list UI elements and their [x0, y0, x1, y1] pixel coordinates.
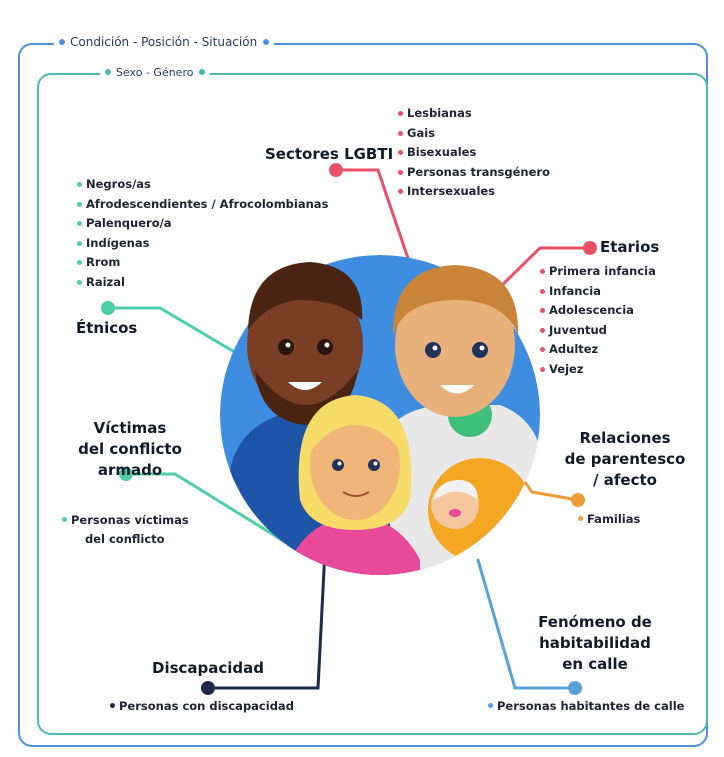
calle-connector: [476, 558, 577, 690]
etarios-dot: [583, 241, 597, 255]
etarios-list: Primera infancia Infancia Adolescencia J…: [540, 262, 656, 379]
parentesco-item: Familias: [578, 512, 640, 526]
woman-face: [298, 395, 412, 530]
list-item: Raizal: [77, 273, 328, 293]
inner-frame: [37, 73, 708, 735]
inner-frame-label: Sexo - Género: [100, 66, 211, 79]
list-item: Negros/as: [77, 175, 328, 195]
discapacidad-item: Personas con discapacidad: [110, 699, 294, 713]
victimas-title: Víctimas del conflicto armado: [78, 419, 182, 479]
list-item: Gais: [398, 124, 550, 144]
calle-dot: [568, 681, 582, 695]
list-item: Adultez: [540, 340, 656, 360]
discapacidad-title: Discapacidad: [152, 659, 265, 677]
etnicos-list: Negros/as Afrodescendientes / Afrocolomb…: [77, 175, 328, 292]
victimas-dot: [119, 467, 133, 481]
list-item: Rrom: [77, 253, 328, 273]
parentesco-connector: [530, 490, 580, 502]
etarios-title: Etarios: [600, 238, 660, 256]
parentesco-dot: [571, 493, 585, 507]
lgbti-connector: [334, 168, 414, 272]
list-item: Bisexuales: [398, 143, 550, 163]
victimas-item: Personas víctimas del conflicto: [62, 511, 189, 549]
calle-item: Personas habitantes de calle: [488, 699, 684, 713]
list-item: Intersexuales: [398, 182, 550, 202]
list-item: Primera infancia: [540, 262, 656, 282]
lgbti-title: Sectores LGBTI: [265, 145, 394, 163]
outer-frame-label: Condición - Posición - Situación: [54, 35, 275, 49]
list-item: Infancia: [540, 282, 656, 302]
lgbti-dot: [329, 163, 343, 177]
victimas-connector: [124, 472, 292, 547]
list-item: Adolescencia: [540, 301, 656, 321]
etarios-connector: [493, 246, 592, 294]
baby-face: [431, 479, 479, 529]
etnicos-title: Étnicos: [76, 319, 138, 337]
list-item: Vejez: [540, 360, 656, 380]
list-item: Afrodescendientes / Afrocolombianas: [77, 195, 328, 215]
man-right-face: [392, 265, 519, 417]
etnicos-dot: [101, 301, 115, 315]
discapacidad-dot: [201, 681, 215, 695]
list-item: Personas transgénero: [398, 163, 550, 183]
parentesco-title: Relaciones de parentesco / afecto: [564, 429, 686, 489]
list-item: Lesbianas: [398, 104, 550, 124]
calle-title: Fenómeno de habitabilidad en calle: [538, 613, 652, 673]
lgbti-list: Lesbianas Gais Bisexuales Personas trans…: [398, 104, 550, 202]
etnicos-connector: [106, 306, 267, 372]
list-item: Juventud: [540, 321, 656, 341]
list-item: Palenquero/a: [77, 214, 328, 234]
discapacidad-connector: [206, 548, 327, 690]
list-item: Indígenas: [77, 234, 328, 254]
